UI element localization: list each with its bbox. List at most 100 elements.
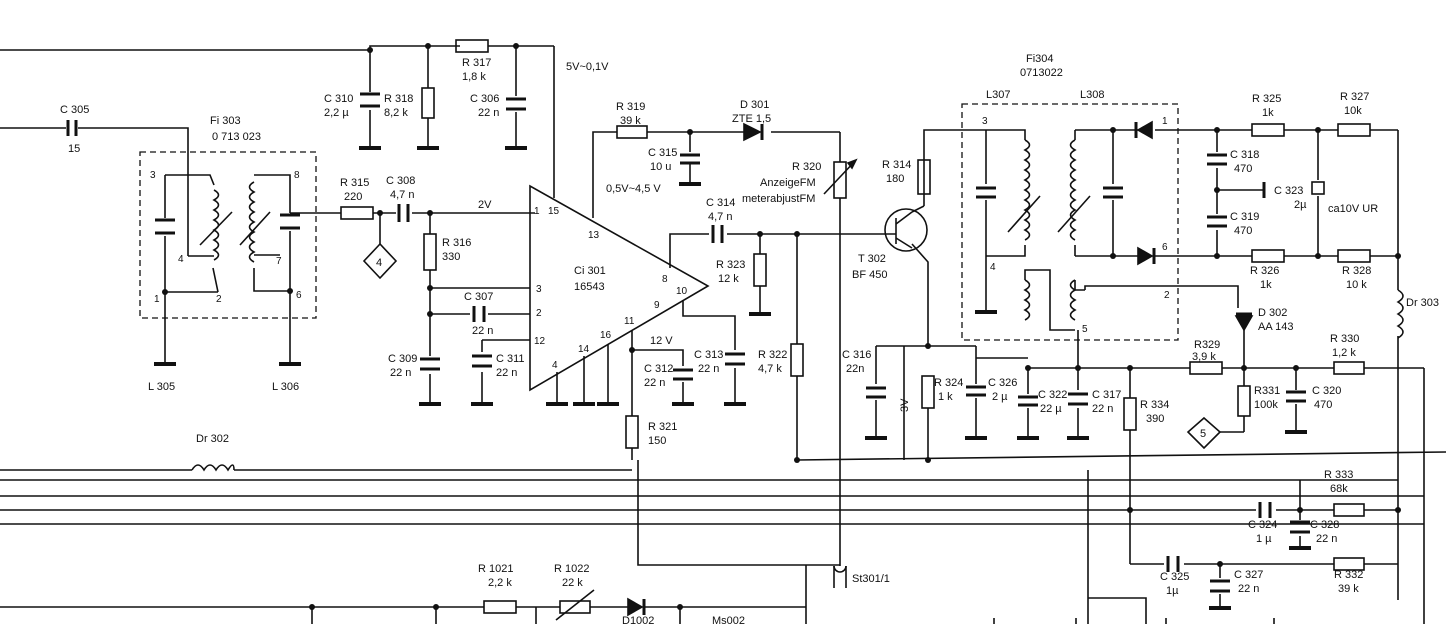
label-d302: D 302 bbox=[1258, 307, 1287, 319]
label-r326-val: 1k bbox=[1260, 279, 1272, 291]
label-r331: R331 bbox=[1254, 385, 1280, 397]
label-fi303: Fi 303 bbox=[210, 115, 241, 127]
label-r315: R 315 bbox=[340, 177, 369, 189]
label-c307: C 307 bbox=[464, 291, 493, 303]
label-r332-val: 39 k bbox=[1338, 583, 1359, 595]
label-c310-val: 2,2 µ bbox=[324, 107, 349, 119]
label-r318-val: 8,2 k bbox=[384, 107, 408, 119]
label-r320-line2: meterabjustFM bbox=[742, 193, 815, 205]
label-ms002: Ms002 bbox=[712, 615, 745, 624]
label-c318-val: 470 bbox=[1234, 163, 1252, 175]
pin-ic-15: 15 bbox=[548, 206, 560, 217]
pin-fi304-6: 6 bbox=[1162, 242, 1168, 253]
label-r317-val: 1,8 k bbox=[462, 71, 486, 83]
label-c314-val: 4,7 n bbox=[708, 211, 732, 223]
label-r334: R 334 bbox=[1140, 399, 1169, 411]
pin-fi303-4: 4 bbox=[178, 254, 184, 265]
label-2v: 2V bbox=[478, 199, 492, 211]
ic-ci301 bbox=[529, 184, 710, 392]
pin-ic-12: 12 bbox=[534, 336, 546, 347]
label-r331-val: 100k bbox=[1254, 399, 1278, 411]
label-r327: R 327 bbox=[1340, 91, 1369, 103]
pin-fi304-5: 5 bbox=[1082, 324, 1088, 335]
capacitors bbox=[66, 92, 1325, 593]
label-st301: St301/1 bbox=[852, 573, 890, 585]
resistors bbox=[340, 39, 1371, 621]
label-r322: R 322 bbox=[758, 349, 787, 361]
label-c327-val: 22 n bbox=[1238, 583, 1259, 595]
label-r1021: R 1021 bbox=[478, 563, 513, 575]
pin-ic-13: 13 bbox=[588, 230, 600, 241]
label-ci301-num: 16543 bbox=[574, 281, 605, 293]
label-r333-val: 68k bbox=[1330, 483, 1348, 495]
inductors bbox=[191, 139, 1404, 472]
label-r330: R 330 bbox=[1330, 333, 1359, 345]
label-fi304: Fi304 bbox=[1026, 53, 1054, 65]
label-r321-val: 150 bbox=[648, 435, 666, 447]
label-c312: C 312 bbox=[644, 363, 673, 375]
label-r314-val: 180 bbox=[886, 173, 904, 185]
label-r322-val: 4,7 k bbox=[758, 363, 782, 375]
label-r320: R 320 bbox=[792, 161, 821, 173]
label-r1022: R 1022 bbox=[554, 563, 589, 575]
pin-ic-9: 9 bbox=[654, 300, 660, 311]
wires bbox=[0, 45, 1446, 624]
label-c322-val: 22 µ bbox=[1040, 403, 1062, 415]
label-t302-val: BF 450 bbox=[852, 269, 887, 281]
label-c313-val: 22 n bbox=[698, 363, 719, 375]
label-r332: R 332 bbox=[1334, 569, 1363, 581]
label-c306: C 306 bbox=[470, 93, 499, 105]
label-r316: R 316 bbox=[442, 237, 471, 249]
label-12v: 12 V bbox=[650, 335, 673, 347]
pin-fi303-3: 3 bbox=[150, 170, 156, 181]
pin-fi303-2: 2 bbox=[216, 294, 222, 305]
label-c317: C 317 bbox=[1092, 389, 1121, 401]
label-c322: C 322 bbox=[1038, 389, 1067, 401]
pin-ic-1: 1 bbox=[534, 206, 540, 217]
junctions bbox=[162, 43, 1401, 610]
label-c328: C 328 bbox=[1310, 519, 1339, 531]
label-r314: R 314 bbox=[882, 159, 911, 171]
label-c309-val: 22 n bbox=[390, 367, 411, 379]
label-fi303-num: 0 713 023 bbox=[212, 131, 261, 143]
pin-fi304-4: 4 bbox=[990, 262, 996, 273]
pin-numbers: 3 4 1 2 8 7 6 1 15 13 3 2 12 8 9 10 11 1… bbox=[150, 116, 1170, 371]
label-l305: L 305 bbox=[148, 381, 175, 393]
label-c305-val: 15 bbox=[68, 143, 80, 155]
label-r324: R 324 bbox=[934, 377, 963, 389]
label-r327-val: 10k bbox=[1344, 105, 1362, 117]
label-dr302: Dr 302 bbox=[196, 433, 229, 445]
label-r323-val: 12 k bbox=[718, 273, 739, 285]
label-r329: R329 bbox=[1194, 339, 1220, 351]
label-c327: C 327 bbox=[1234, 569, 1263, 581]
label-c305: C 305 bbox=[60, 104, 89, 116]
label-l308: L308 bbox=[1080, 89, 1104, 101]
pin-ic-11: 11 bbox=[624, 316, 635, 327]
pin-ic-2: 2 bbox=[536, 308, 542, 319]
label-c317-val: 22 n bbox=[1092, 403, 1113, 415]
label-c311: C 311 bbox=[496, 353, 525, 365]
label-c326-val: 2 µ bbox=[992, 391, 1008, 403]
label-c320: C 320 bbox=[1312, 385, 1341, 397]
label-l306: L 306 bbox=[272, 381, 299, 393]
pin-ic-10: 10 bbox=[676, 286, 688, 297]
label-c306-val: 22 n bbox=[478, 107, 499, 119]
label-r323: R 323 bbox=[716, 259, 745, 271]
label-r333: R 333 bbox=[1324, 469, 1353, 481]
label-c313: C 313 bbox=[694, 349, 723, 361]
pin-fi304-3: 3 bbox=[982, 116, 988, 127]
pin-fi303-7: 7 bbox=[276, 256, 282, 267]
pin-fi304-2: 2 bbox=[1164, 290, 1170, 301]
label-c309: C 309 bbox=[388, 353, 417, 365]
label-c323-val: 2µ bbox=[1294, 199, 1307, 211]
label-c319: C 319 bbox=[1230, 211, 1259, 223]
label-r1021-val: 2,2 k bbox=[488, 577, 512, 589]
label-r1022-val: 22 k bbox=[562, 577, 583, 589]
label-node-4: 4 bbox=[376, 257, 382, 269]
label-r325-val: 1k bbox=[1262, 107, 1274, 119]
label-c314: C 314 bbox=[706, 197, 735, 209]
label-c325-val: 1µ bbox=[1166, 585, 1179, 597]
label-dr303: Dr 303 bbox=[1406, 297, 1439, 309]
label-c315-val: 10 u bbox=[650, 161, 671, 173]
